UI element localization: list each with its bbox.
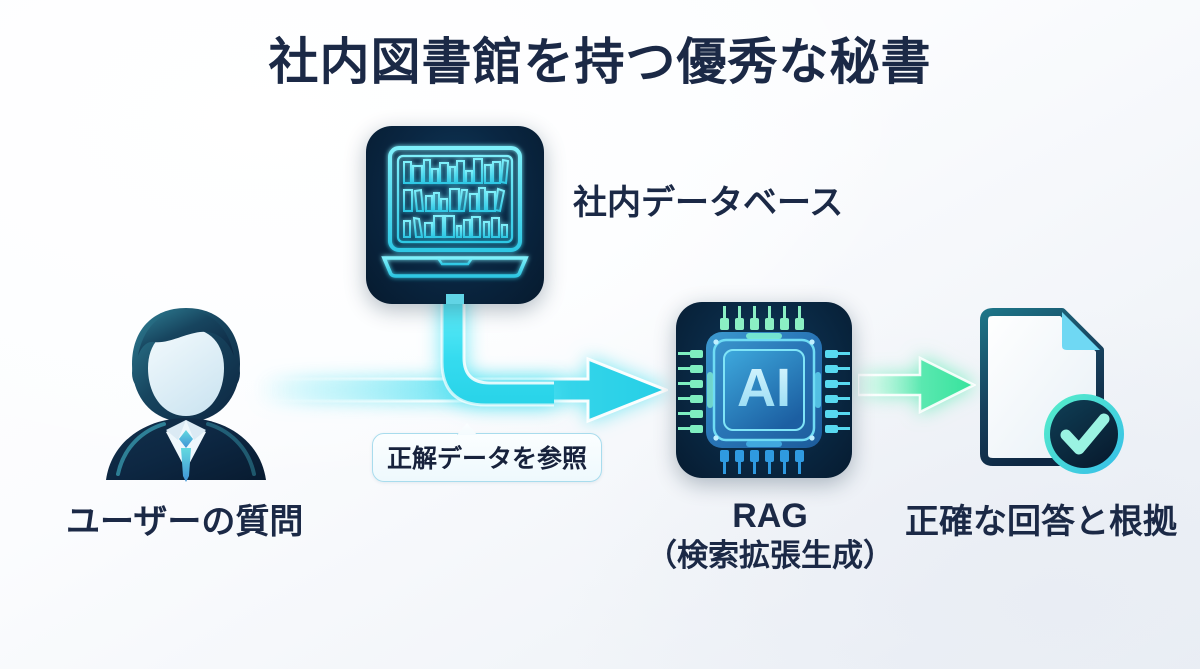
callout-reference-correct-data: 正解データを参照 (372, 423, 603, 482)
rag-sublabel: （検索拡張生成） (646, 538, 894, 574)
rag-label: RAG （検索拡張生成） (640, 496, 900, 575)
callout-text: 正解データを参照 (387, 445, 588, 473)
user-avatar-icon (88, 298, 284, 488)
output-label: 正確な回答と根拠 (905, 503, 1177, 541)
arrow-rag-to-output (858, 356, 976, 414)
page-title: 社内図書館を持つ優秀な秘書 (268, 34, 932, 90)
database-label: 社内データベース (573, 184, 844, 222)
ai-chip-icon: AI (676, 302, 852, 478)
connector-database-to-flow (424, 288, 554, 408)
rag-title: RAG (732, 497, 808, 535)
document-check-icon (958, 302, 1136, 480)
user-label: ユーザーの質問 (66, 503, 304, 541)
chip-text: AI (737, 358, 791, 418)
laptop-bookshelf-icon (366, 126, 544, 304)
